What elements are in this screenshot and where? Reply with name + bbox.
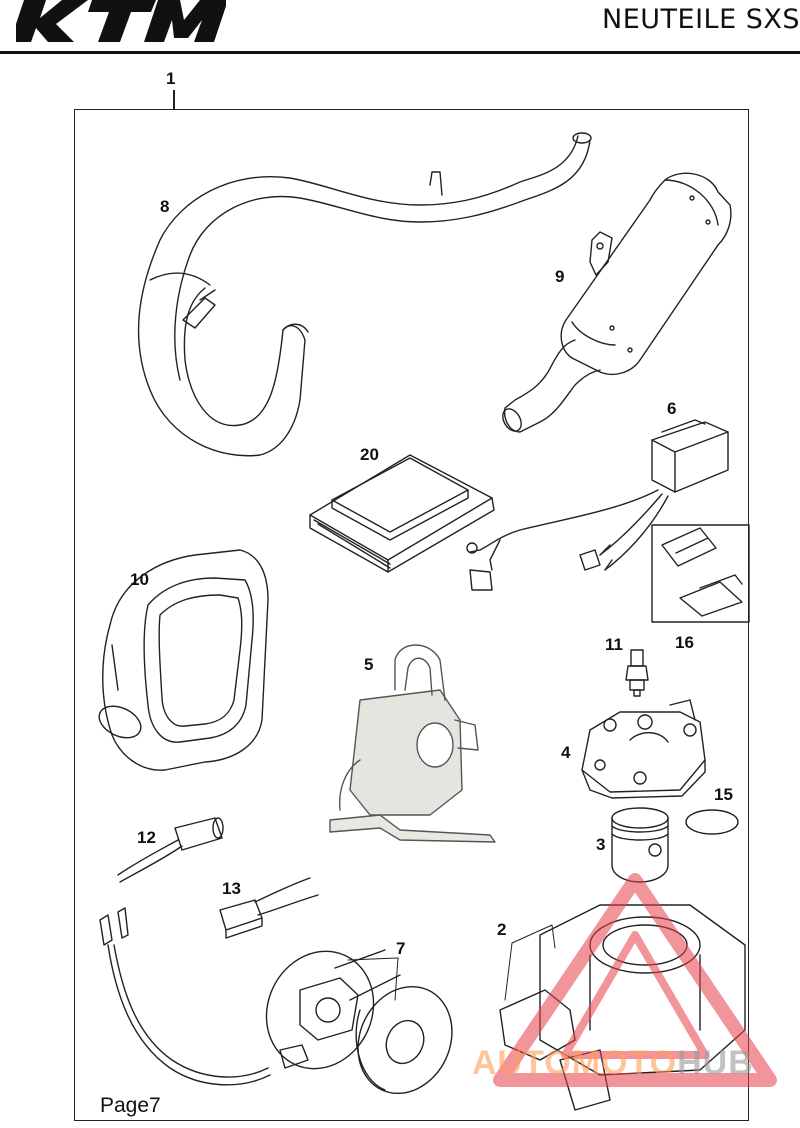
page-number: Page7 bbox=[100, 1094, 161, 1117]
piston-part bbox=[611, 807, 669, 883]
callout-6: 6 bbox=[667, 399, 677, 418]
carburetor-part bbox=[329, 644, 496, 843]
watermark-text: AUTOMOTOHUB bbox=[472, 1044, 754, 1082]
callout-13: 13 bbox=[222, 879, 241, 898]
header-rule bbox=[0, 51, 800, 54]
callout-12: 12 bbox=[137, 828, 156, 847]
callout-8: 8 bbox=[160, 197, 170, 216]
document-title: NEUTEILE SXS bbox=[602, 4, 800, 35]
cdi-unit-part bbox=[466, 419, 729, 591]
air-boot-part bbox=[98, 549, 269, 771]
callout-20: 20 bbox=[360, 445, 379, 464]
o-ring-part bbox=[685, 809, 739, 835]
callout-2: 2 bbox=[497, 920, 507, 939]
page-header: NEUTEILE SXS bbox=[0, 0, 800, 56]
spark-plug-part bbox=[625, 649, 649, 697]
callout-1: 1 bbox=[166, 69, 176, 88]
ktm-logo bbox=[16, 0, 226, 42]
exhaust-pipe-part bbox=[137, 132, 592, 457]
callout-16: 16 bbox=[675, 633, 694, 652]
manual-book-part bbox=[309, 454, 495, 573]
reed-kit-part bbox=[651, 524, 750, 623]
callout-4: 4 bbox=[561, 743, 571, 762]
callout-11: 11 bbox=[605, 635, 623, 654]
regulator-part bbox=[219, 877, 319, 939]
condenser-part bbox=[117, 817, 224, 883]
callout-7: 7 bbox=[396, 939, 406, 958]
ignition-part bbox=[99, 907, 453, 1095]
callout-9: 9 bbox=[555, 267, 565, 286]
callout-3: 3 bbox=[596, 835, 606, 854]
watermark-logo-icon bbox=[493, 873, 777, 1087]
callout-5: 5 bbox=[364, 655, 374, 674]
frame-leader-line bbox=[173, 90, 175, 110]
callout-10: 10 bbox=[130, 570, 149, 589]
cylinder-head-part bbox=[581, 699, 706, 799]
silencer-part bbox=[502, 172, 732, 433]
callout-15: 15 bbox=[714, 785, 733, 804]
